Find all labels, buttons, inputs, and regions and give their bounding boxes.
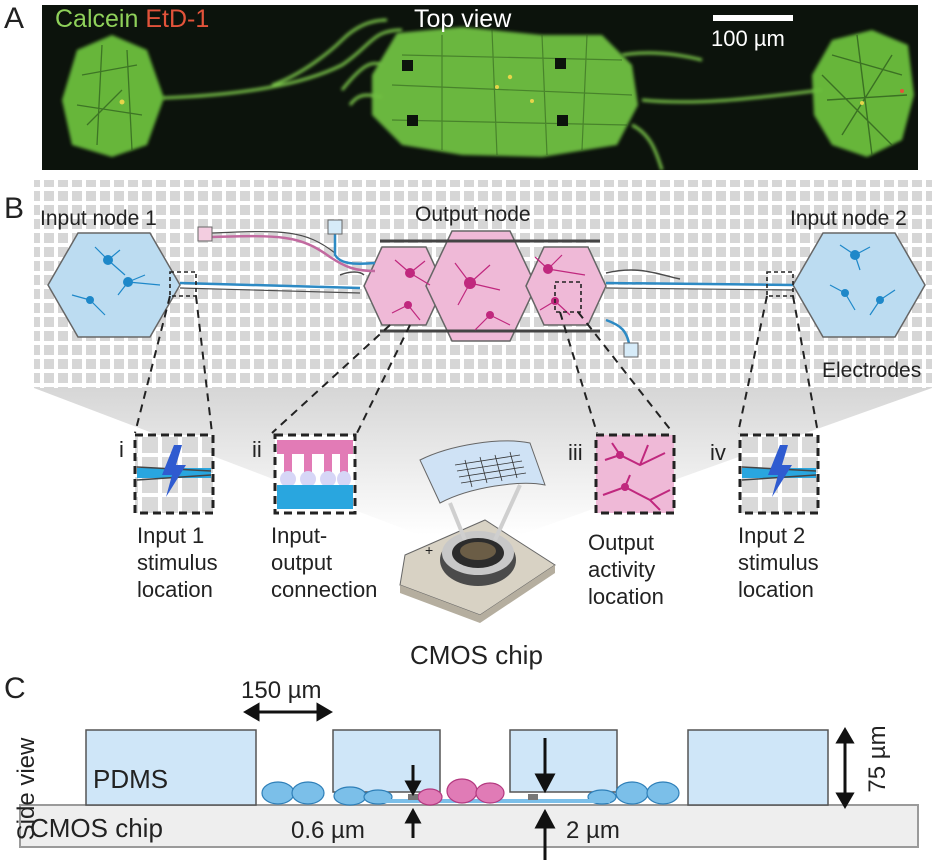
pdms-block-1 [85, 729, 257, 806]
cmos-chip-caption: CMOS chip [410, 640, 543, 670]
inset-iii-label: Output activity location [588, 530, 664, 609]
inset-iv-label: Input 2 stimulus location [738, 523, 819, 602]
input-node-2 [792, 232, 926, 338]
panel-c-letter: C [4, 672, 26, 705]
pdms-block-4 [687, 729, 829, 806]
scale-bar-label: 100 µm [711, 26, 785, 51]
side-view-diagram [19, 702, 919, 860]
output-node-label: Output node [415, 203, 531, 226]
input-node-2-label: Input node 2 [790, 207, 907, 230]
pdms-block-3 [509, 729, 618, 793]
width-label: 150 µm [241, 677, 322, 704]
pdms-block-2 [332, 729, 441, 793]
inset-ii-label: Input- output connection [271, 523, 378, 602]
top-view-title: Top view [414, 5, 512, 33]
inset-ii [273, 433, 357, 515]
input-node-1-label: Input node 1 [40, 207, 157, 230]
height-label: 75 µm [864, 725, 891, 793]
pdms-label: PDMS [93, 764, 169, 794]
gap-large-label: 2 µm [566, 817, 620, 844]
micrograph-center-node [372, 27, 638, 157]
etd-label: EtD-1 [145, 5, 210, 33]
network-schematic: + [34, 180, 932, 623]
panel-b-letter: B [4, 192, 25, 225]
electrodes-label: Electrodes [822, 359, 922, 382]
calcein-label: Calcein [55, 5, 139, 33]
inset-iii [594, 433, 676, 515]
fluorescence-micrograph [42, 5, 918, 170]
cmos-chip-side-label: CMOS chip [30, 813, 163, 843]
gap-small-label: 0.6 µm [291, 817, 365, 844]
inset-i-numeral: i [119, 437, 124, 462]
inset-i [133, 433, 215, 515]
panel-a-letter: A [4, 2, 25, 35]
scale-bar [713, 15, 793, 21]
cmos-chip-base [19, 804, 919, 848]
micrograph-left-node [62, 35, 164, 157]
svg-text:+: + [425, 542, 433, 558]
output-node-right [525, 246, 607, 326]
input-node-1 [47, 232, 181, 338]
inset-iv [738, 433, 820, 515]
inset-ii-numeral: ii [252, 437, 262, 462]
cmos-chip-illustration: + [399, 440, 556, 623]
inset-iv-numeral: iv [710, 440, 726, 465]
inset-iii-numeral: iii [568, 440, 583, 465]
inset-i-label: Input 1 stimulus location [137, 523, 218, 602]
